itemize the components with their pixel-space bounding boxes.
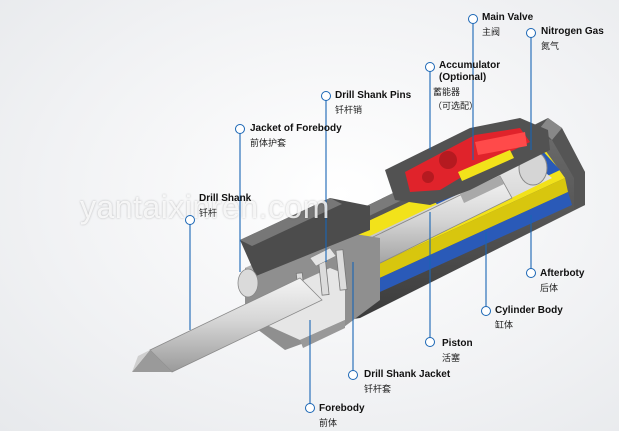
label-nitrogen-gas-en: Nitrogen Gas	[541, 26, 604, 37]
label-cylinder-body: Cylinder Body 缸体	[495, 305, 563, 331]
label-cylinder-body-en: Cylinder Body	[495, 305, 563, 316]
marker-afterboty	[526, 268, 536, 278]
label-drill-shank-cn: 钎杆	[199, 208, 218, 218]
label-forebody-cn: 前体	[319, 418, 338, 428]
leader-lines	[189, 22, 532, 406]
label-drill-shank-jacket-cn: 钎杆套	[364, 384, 392, 394]
drill-shank-tool	[132, 268, 323, 373]
marker-drill-shank	[185, 215, 195, 225]
label-piston: Piston 活塞	[442, 338, 473, 364]
label-afterboty-cn: 后体	[540, 283, 559, 293]
label-accumulator-en: Accumulator	[439, 60, 501, 71]
label-drill-shank-jacket: Drill Shank Jacket 钎杆套	[364, 369, 450, 395]
label-main-valve-en: Main Valve	[482, 12, 534, 23]
label-drill-shank: Drill Shank 钎杆	[199, 193, 251, 219]
marker-cylinder-body	[481, 306, 491, 316]
marker-piston	[425, 337, 435, 347]
label-nitrogen-gas-cn: 氮气	[541, 41, 560, 51]
forebody-upper	[240, 198, 370, 276]
marker-drill-shank-jacket	[348, 370, 358, 380]
label-accumulator-cn2: （可选配）	[433, 101, 479, 111]
label-forebody-en: Forebody	[319, 403, 365, 414]
label-afterboty-en: Afterboty	[540, 268, 585, 279]
label-accumulator-cn-block: 蓄能器 （可选配）	[433, 84, 478, 112]
label-afterboty: Afterboty 后体	[540, 268, 584, 294]
marker-nitrogen-gas	[526, 28, 536, 38]
label-nitrogen-gas: Nitrogen Gas 氮气	[541, 26, 604, 52]
label-cylinder-body-cn: 缸体	[495, 320, 514, 330]
label-drill-shank-pins-cn: 钎杆销	[335, 105, 363, 115]
marker-accumulator	[425, 62, 435, 72]
marker-forebody	[305, 403, 315, 413]
label-accumulator-en2: (Optional)	[439, 72, 487, 83]
label-drill-shank-pins: Drill Shank Pins 钎杆销	[335, 90, 411, 116]
label-accumulator-cn: 蓄能器	[433, 87, 461, 97]
label-jacket-of-forebody-en: Jacket of Forebody	[250, 123, 342, 134]
label-jacket-of-forebody-cn: 前体护套	[250, 138, 287, 148]
label-jacket-of-forebody: Jacket of Forebody 前体护套	[250, 123, 342, 149]
accumulator-shape	[385, 118, 550, 205]
marker-main-valve	[468, 14, 478, 24]
label-drill-shank-jacket-en: Drill Shank Jacket	[364, 369, 451, 380]
label-forebody: Forebody 前体	[319, 403, 365, 429]
label-main-valve: Main Valve 主阀	[482, 12, 533, 38]
label-piston-en: Piston	[442, 338, 473, 349]
label-drill-shank-pins-en: Drill Shank Pins	[335, 90, 412, 101]
label-piston-cn: 活塞	[442, 353, 461, 363]
marker-jacket-of-forebody	[235, 124, 245, 134]
label-main-valve-cn: 主阀	[482, 27, 501, 37]
watermark-text: yantaixinren.com	[80, 189, 330, 225]
label-drill-shank-en: Drill Shank	[199, 193, 252, 204]
marker-drill-shank-pins	[321, 91, 331, 101]
label-accumulator: Accumulator (Optional)	[439, 60, 500, 84]
